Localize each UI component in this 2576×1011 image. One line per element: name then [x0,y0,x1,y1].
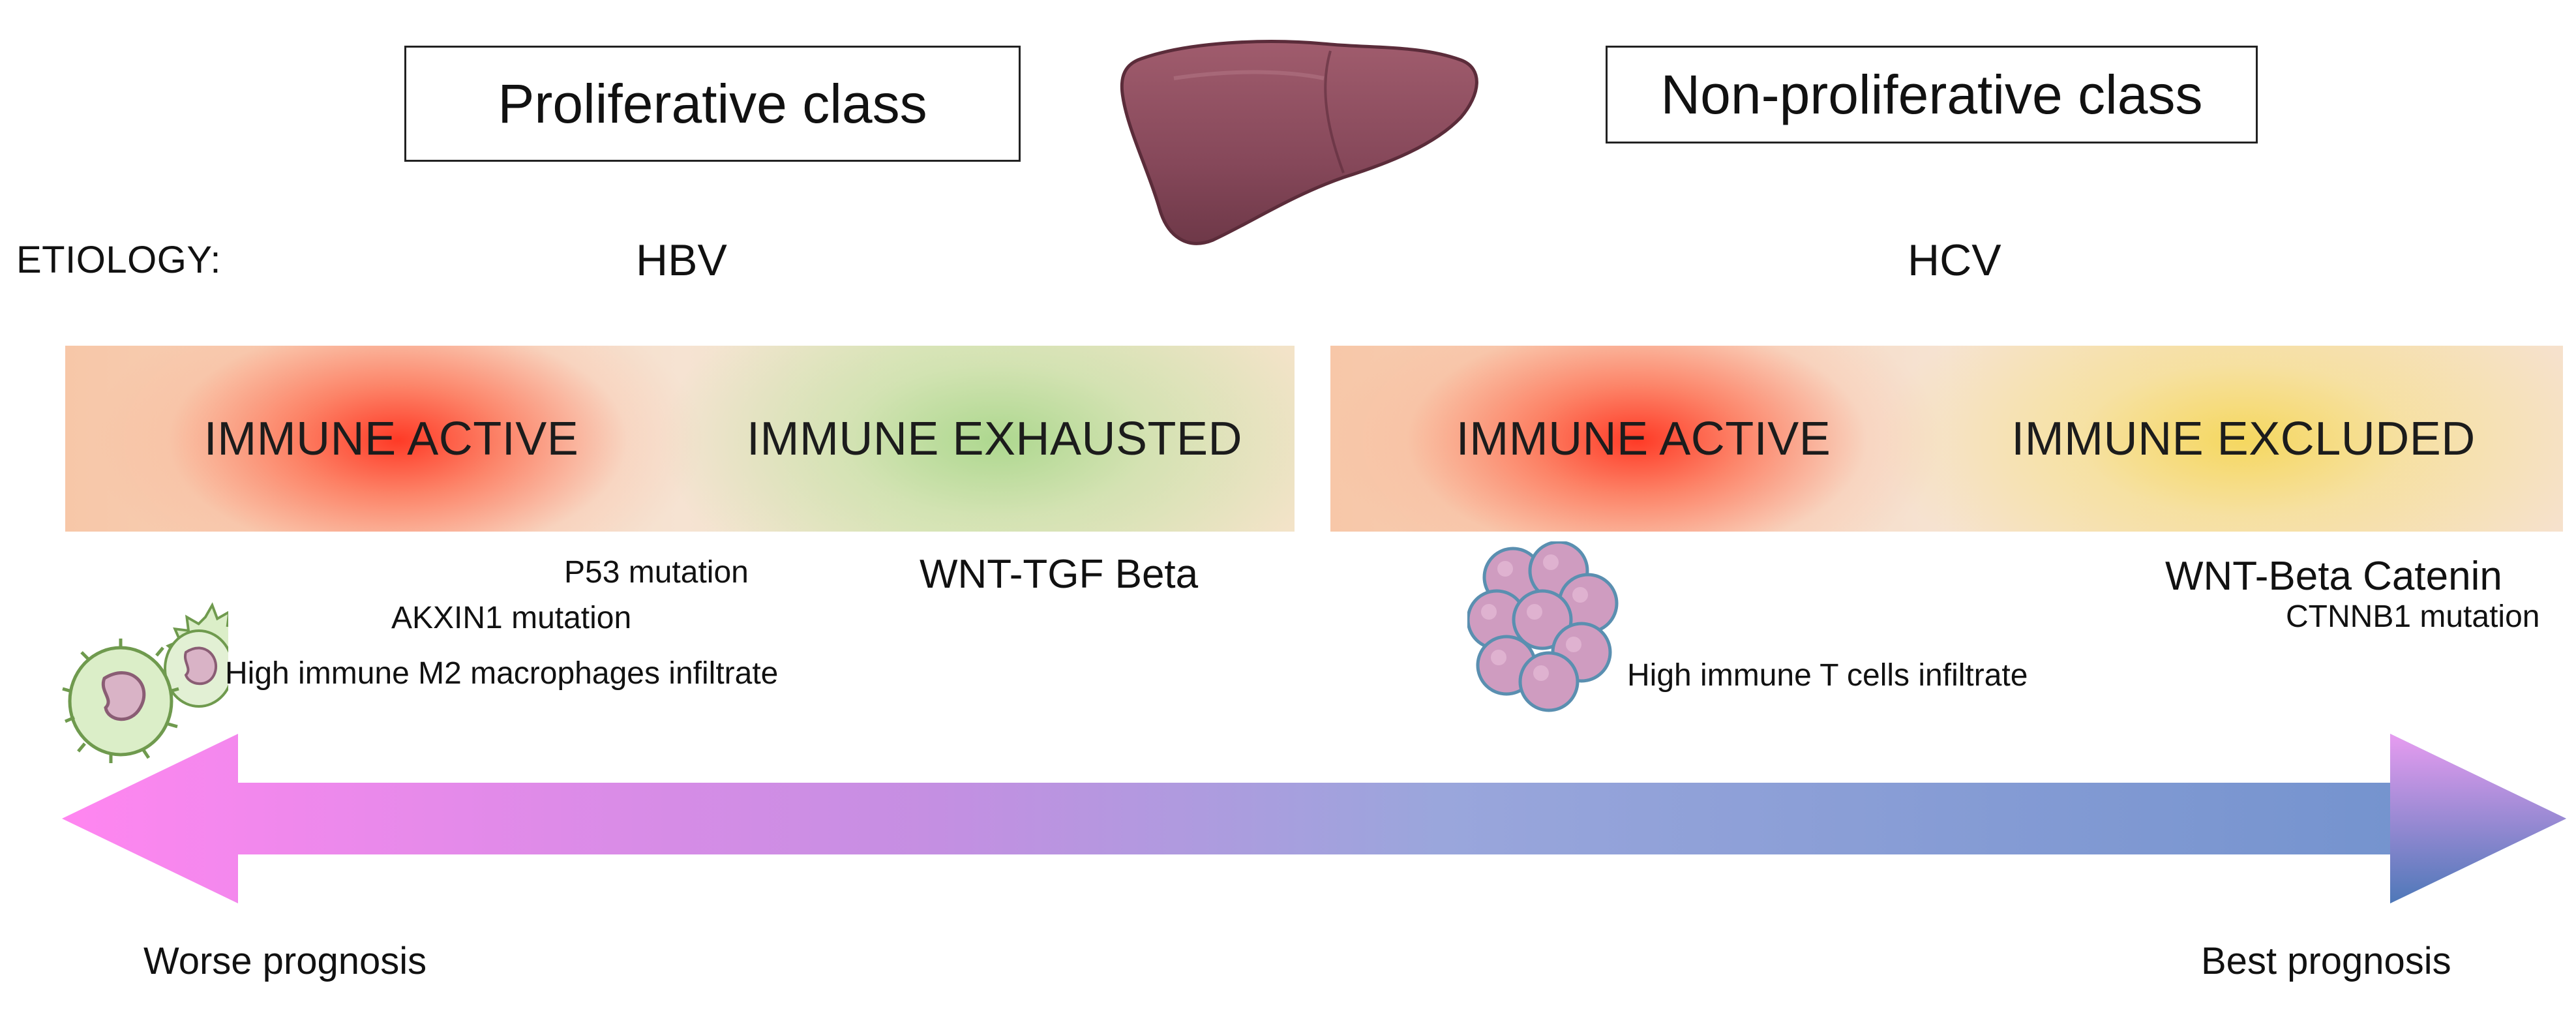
p53-mutation-note: P53 mutation [564,555,749,590]
proliferative-class-label: Proliferative class [498,72,927,134]
left-immune-active-label: IMMUNE ACTIVE [203,412,579,465]
non-proliferative-class-label: Non-proliferative class [1660,63,2203,125]
t-cells-note: High immune T cells infiltrate [1627,658,2028,693]
etiology-label: ETIOLOGY: [16,239,221,281]
prognosis-arrow [62,731,2566,907]
worse-prognosis-label: Worse prognosis [143,940,427,982]
right-immune-band: IMMUNE ACTIVE IMMUNE EXCLUDED [1330,346,2563,532]
m2-macrophage-icon [59,554,228,763]
ctnnb1-mutation-note: CTNNB1 mutation [2286,599,2540,634]
m2-macrophages-note: High immune M2 macrophages infiltrate [225,656,779,691]
etiology-hbv: HBV [636,235,727,285]
best-prognosis-label: Best prognosis [2201,940,2451,982]
right-immune-active-label: IMMUNE ACTIVE [1456,412,1831,465]
axin1-mutation-note: AKXIN1 mutation [391,601,632,635]
non-proliferative-class-box: Non-proliferative class [1606,46,2258,143]
immune-exhausted-label: IMMUNE EXHAUSTED [746,412,1243,465]
liver-icon [1096,33,1487,248]
wnt-tgf-beta-note: WNT-TGF Beta [920,552,1199,597]
t-cells-icon [1467,541,1624,717]
wnt-beta-catenin-note: WNT-Beta Catenin [2165,554,2502,599]
immune-excluded-label: IMMUNE EXCLUDED [2011,412,2476,465]
left-immune-band: IMMUNE ACTIVE IMMUNE EXHAUSTED [65,346,1295,532]
etiology-hcv: HCV [1908,235,2001,285]
proliferative-class-box: Proliferative class [404,46,1021,162]
